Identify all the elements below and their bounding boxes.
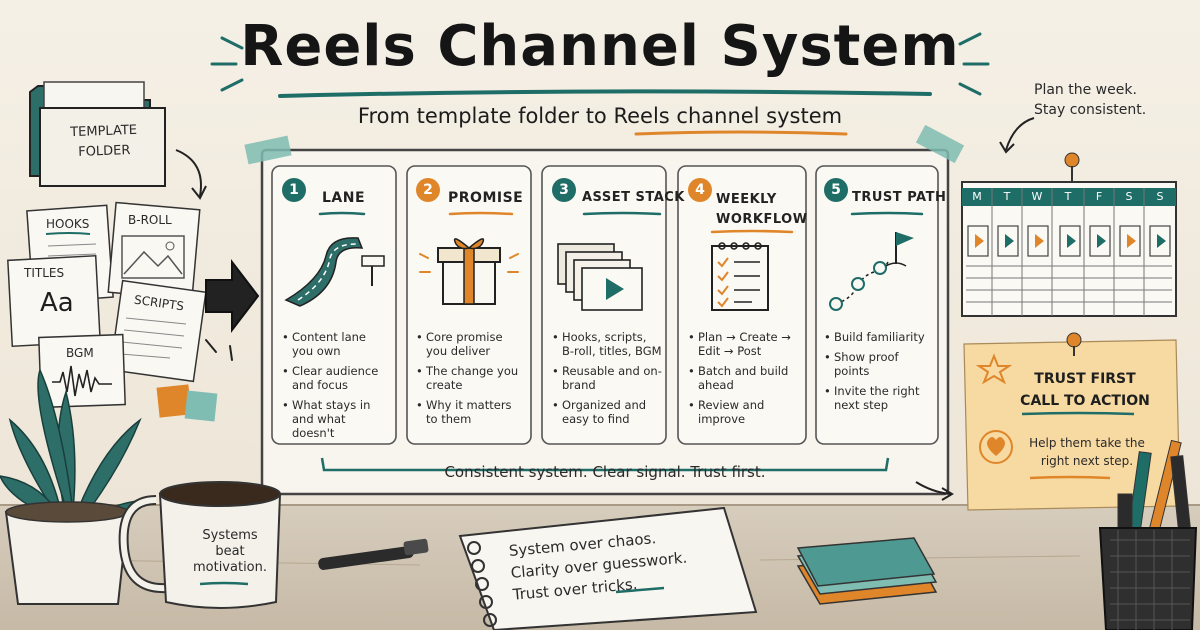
bullet: What stays in and what doesn't [282, 398, 390, 440]
card-5-title: TRUST PATH [852, 190, 947, 205]
broll-label: B-ROLL [128, 213, 172, 227]
calendar-day: S [1125, 190, 1133, 203]
page-title: Reels Channel System [240, 14, 960, 79]
hooks-label: HOOKS [46, 217, 90, 231]
card-5-header: 5 [824, 178, 848, 202]
title-flourish-left [210, 36, 244, 92]
cta-body-line2: right next step. [1040, 454, 1134, 468]
bgm-label: BGM [66, 346, 94, 360]
cta-title-line2: CALL TO ACTION [1020, 393, 1150, 409]
mug-text-line1: Systems [202, 528, 258, 543]
subtitle-prefix: From template folder to [357, 104, 614, 128]
step-number: 1 [282, 178, 306, 202]
bullet: Content lane you own [282, 330, 390, 358]
bullet: Reusable and on-brand [552, 364, 662, 392]
title-flourish-right [958, 32, 990, 96]
bullet: Batch and build ahead [688, 364, 802, 392]
bullet: Core promise you deliver [416, 330, 526, 358]
subtitle-highlight: Reels channel system [613, 104, 843, 128]
coffee-mug [118, 481, 282, 609]
mug-text: Systems beat motivation. [190, 528, 270, 576]
bullet: Review and improve [688, 398, 802, 426]
plan-note-line1: Plan the week. [1034, 82, 1137, 98]
card-1-title: LANE [322, 190, 366, 206]
trust-path-icon [829, 232, 914, 311]
folder-label: TEMPLATE FOLDER [55, 120, 152, 163]
step-number: 2 [416, 178, 440, 202]
calendar-day: W [1031, 190, 1043, 203]
card-3-title: ASSET STACK [582, 190, 685, 205]
calendar-day: T [1003, 190, 1011, 203]
step-number: 5 [824, 178, 848, 202]
mug-text-line2: beat [215, 544, 245, 559]
bullet: The change you create [416, 364, 526, 392]
cta-body-line1: Help them take the [1029, 436, 1145, 450]
cta-note [963, 332, 1181, 511]
card-2-title: PROMISE [448, 190, 524, 206]
gift-icon [419, 238, 519, 305]
potted-plant [0, 367, 153, 605]
bullet: Build familiarity [824, 330, 934, 344]
cta-title: TRUST FIRST CALL TO ACTION [1010, 368, 1160, 412]
card-1-header: 1 [282, 178, 306, 202]
folder-label-line2: FOLDER [77, 143, 131, 160]
card-4-bullets: Plan → Create → Edit → Post Batch and bu… [688, 330, 802, 432]
pen-holder [1098, 439, 1198, 630]
spiral-notebook [458, 506, 758, 630]
calendar-day: S [1156, 190, 1164, 203]
card-5-bullets: Build familiarity Show proof points Invi… [824, 330, 934, 418]
cta-title-line1: TRUST FIRST [1034, 371, 1136, 387]
step-number: 3 [552, 178, 576, 202]
bullet: Organized and easy to find [552, 398, 662, 426]
board-footer: Consistent system. Clear signal. Trust f… [444, 463, 766, 481]
plan-note: Plan the week. Stay consistent. [1034, 80, 1146, 120]
bullet: Plan → Create → Edit → Post [688, 330, 802, 358]
scripts-card [109, 279, 207, 383]
card-4-title: WEEKLY WORKFLOW [716, 192, 808, 227]
calendar-day: F [1095, 190, 1103, 203]
template-folder [29, 81, 166, 187]
card-2-bullets: Core promise you deliver The change you … [416, 330, 526, 432]
flow-arrow [205, 259, 260, 333]
calendar-days: M T W T F S S [962, 188, 1176, 206]
weekly-calendar [961, 152, 1177, 317]
bullet: Invite the right next step [824, 384, 934, 412]
cta-body: Help them take the right next step. [1022, 434, 1152, 470]
plan-note-line2: Stay consistent. [1034, 102, 1147, 118]
broll-card [107, 201, 201, 301]
step-number: 4 [688, 178, 712, 202]
card-1-bullets: Content lane you own Clear audience and … [282, 330, 390, 446]
asset-stack-icon [557, 243, 643, 311]
titles-glyph: Aa [40, 288, 74, 318]
calendar-day: T [1064, 190, 1072, 203]
sticky-pad-stack [796, 537, 938, 605]
bullet: Hooks, scripts, B-roll, titles, BGM [552, 330, 662, 358]
bullet: Why it matters to them [416, 398, 526, 426]
titles-label: TITLES [24, 266, 65, 280]
checklist-icon [711, 242, 769, 311]
card-4-header: 4 [688, 178, 712, 202]
card-3-header: 3 [552, 178, 576, 202]
card-3-bullets: Hooks, scripts, B-roll, titles, BGM Reus… [552, 330, 662, 432]
card-2-header: 2 [416, 178, 440, 202]
bullet: Clear audience and focus [282, 364, 390, 392]
road-icon [284, 237, 385, 307]
page-subtitle: From template folder to Reels channel sy… [0, 104, 1200, 128]
mug-text-line3: motivation. [192, 560, 268, 575]
marker [318, 538, 429, 570]
calendar-day: M [972, 190, 982, 203]
bullet: Show proof points [824, 350, 934, 378]
